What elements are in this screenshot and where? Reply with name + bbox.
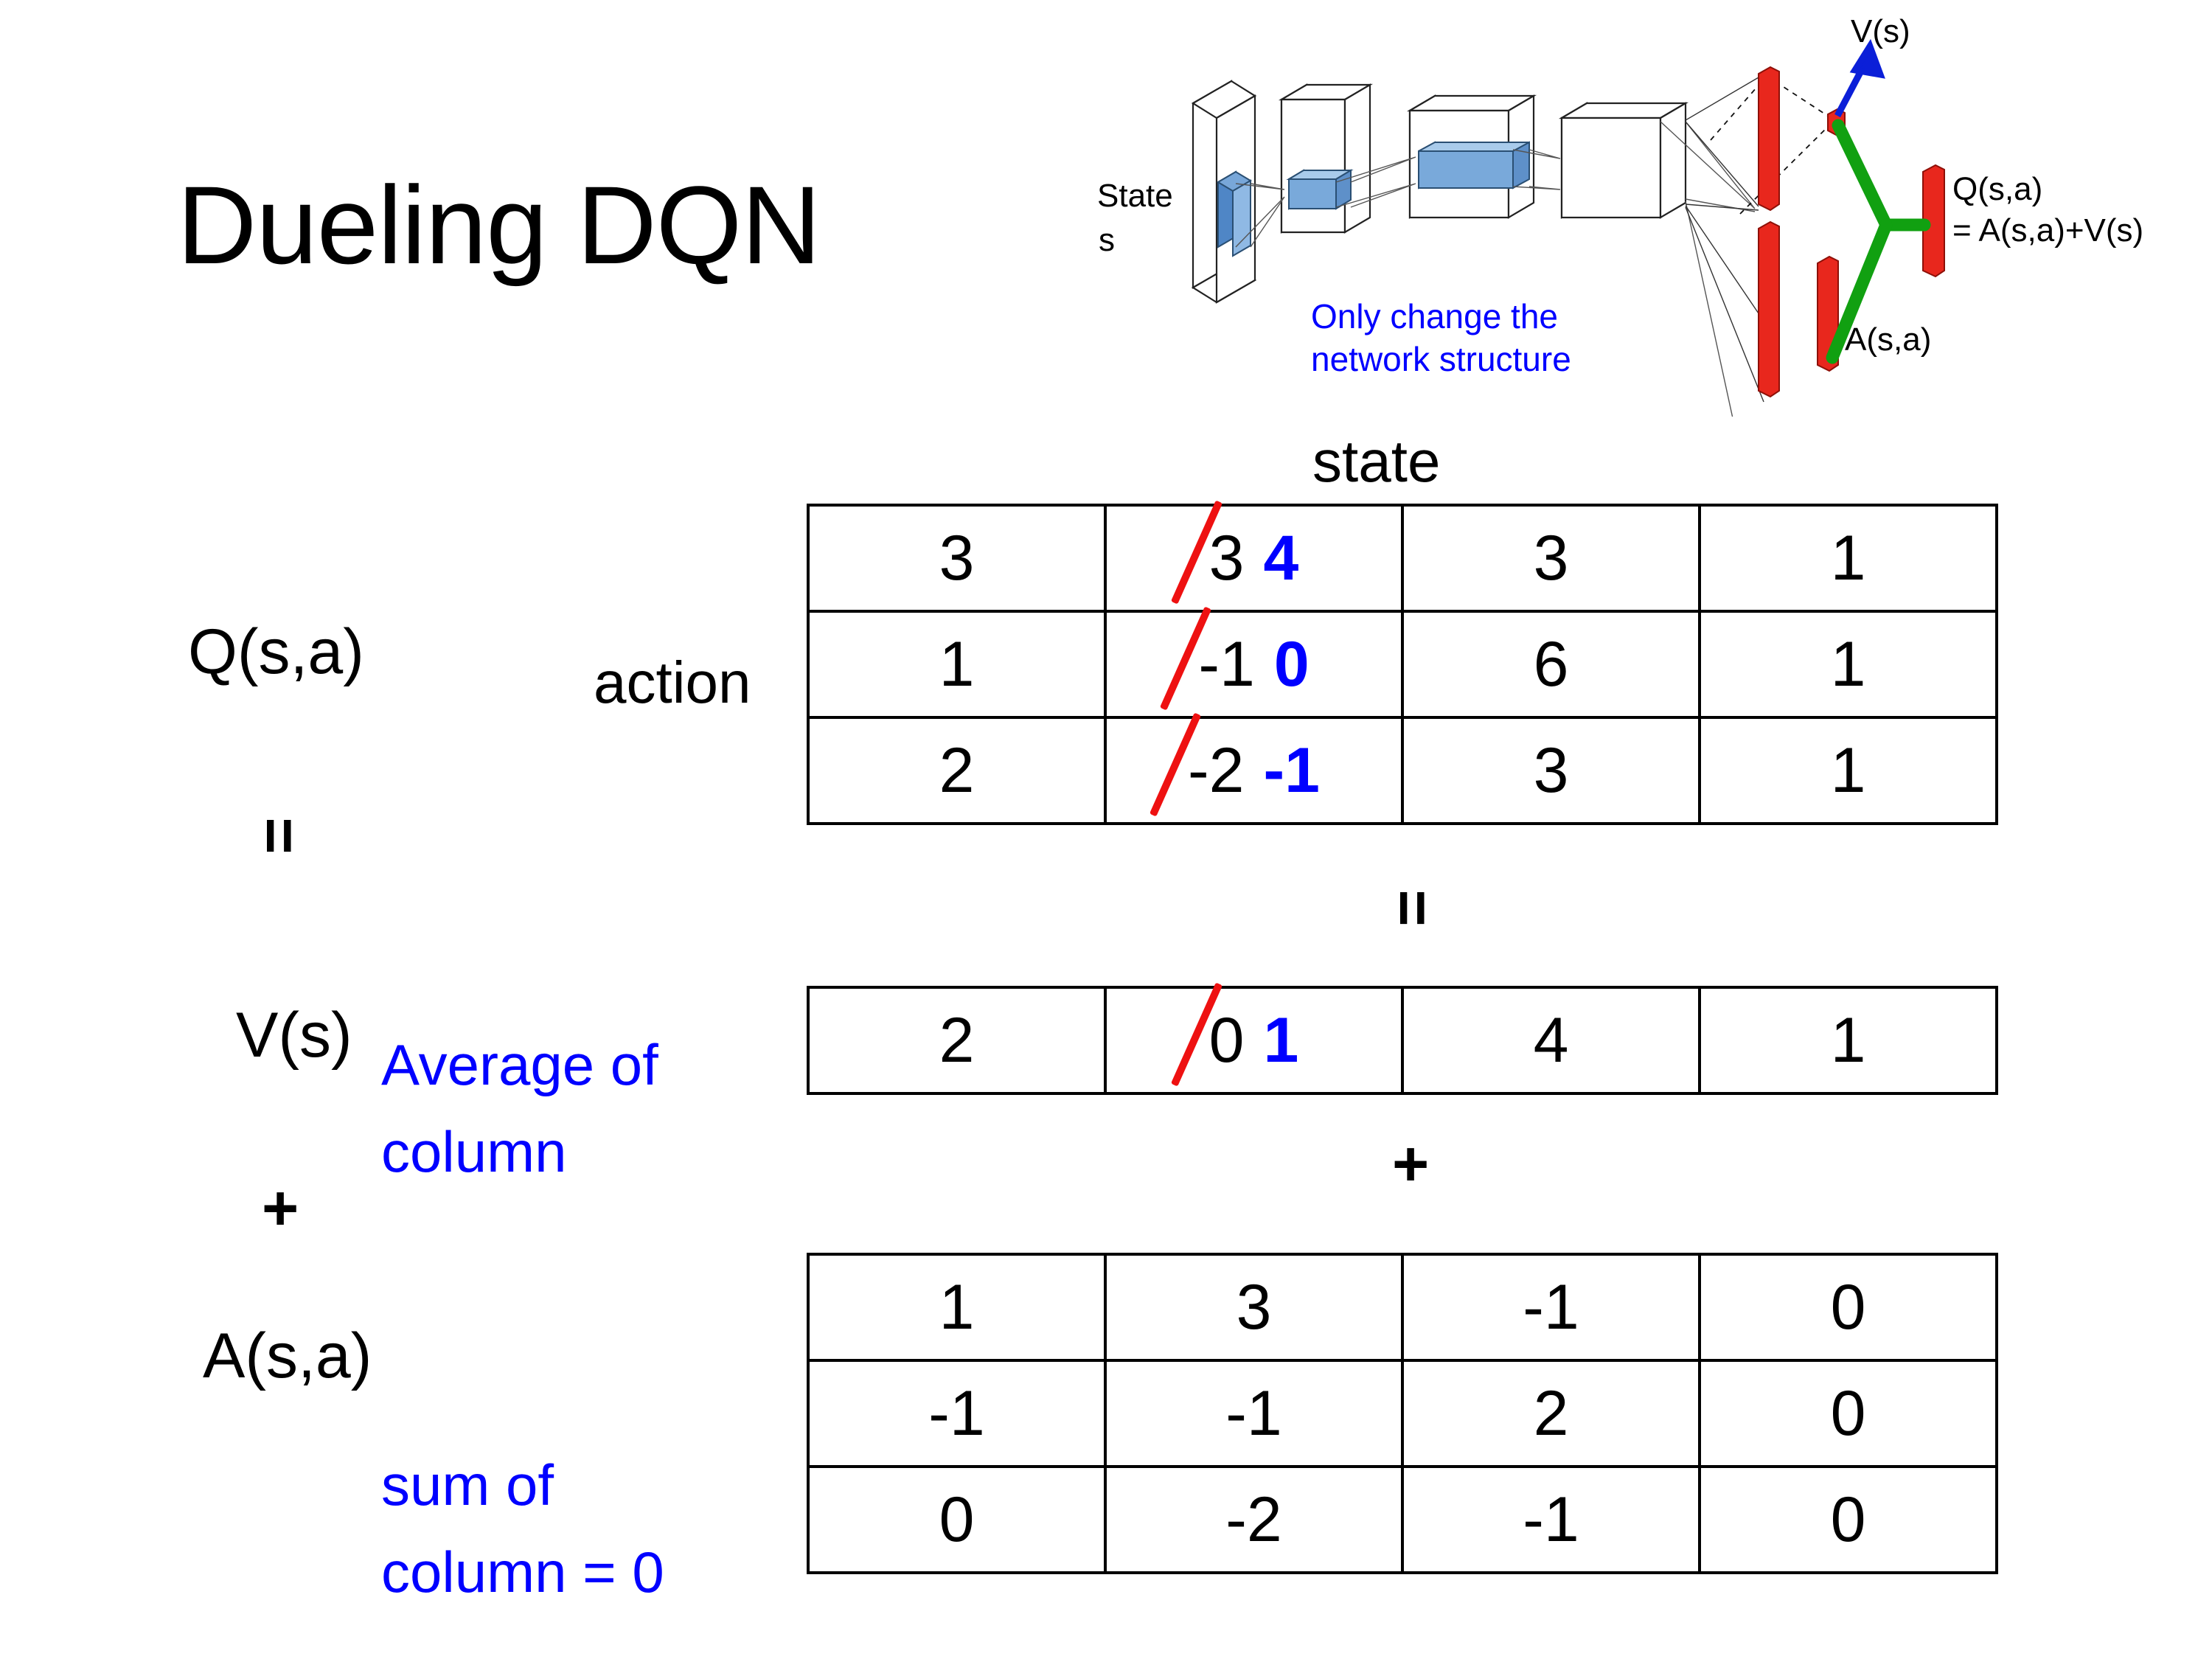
diagram-note-line2: network structure — [1311, 340, 1571, 378]
cell-value: 3 — [1533, 734, 1569, 806]
diagram-q-formula: = A(s,a)+V(s) — [1952, 212, 2143, 248]
cell-value: 1 — [1830, 522, 1866, 594]
cell-value: 1 — [1830, 734, 1866, 806]
cell-value: -1 — [1523, 1484, 1579, 1555]
equation-plus-left: + — [262, 1173, 299, 1244]
equation-a-label: A(s,a) — [203, 1321, 372, 1391]
updated-value: -1 — [1263, 734, 1320, 806]
table-cell[interactable]: -1 — [1401, 1253, 1701, 1362]
struck-value: 0 — [1170, 981, 1245, 1087]
cell-value: 2 — [939, 734, 975, 806]
strikethrough-mark — [1170, 981, 1222, 1087]
table-cell[interactable]: 0 — [1698, 1359, 1998, 1468]
table-cell[interactable]: 2 — [807, 716, 1107, 825]
diagram-value-label: V(s) — [1851, 13, 1910, 49]
table-cell[interactable]: 1 — [807, 610, 1107, 719]
cell-value: 0 — [1830, 1377, 1866, 1449]
cell-value: 1 — [939, 1271, 975, 1343]
table-cell[interactable]: -1 — [807, 1359, 1107, 1468]
strikethrough-mark — [1170, 499, 1222, 605]
table-cell[interactable]: -2-1 — [1104, 712, 1404, 825]
cell-value: 0 — [939, 1484, 975, 1555]
table-cell[interactable]: 1 — [1698, 504, 1998, 613]
table-row: 1 3 -1 0 — [807, 1253, 1998, 1362]
diagram-q-label: Q(s,a) — [1952, 171, 2042, 207]
cell-value: 0 — [1830, 1271, 1866, 1343]
advantage-table: 1 3 -1 0 -1 -1 2 0 0 -2 -1 0 — [807, 1253, 1998, 1574]
cell-value: 1 — [1830, 1004, 1866, 1076]
table-cell[interactable]: 1 — [807, 1253, 1107, 1362]
cell-value: 1 — [939, 628, 975, 700]
equation-q-label: Q(s,a) — [188, 616, 364, 687]
table-row: -1 -1 2 0 — [807, 1359, 1998, 1468]
equation-equals-left: = — [243, 817, 315, 852]
table-cell[interactable]: 2 — [807, 986, 1107, 1095]
table-cell[interactable]: 3 — [807, 504, 1107, 613]
struck-value: 3 — [1170, 499, 1245, 605]
cell-value: -1 — [1225, 1377, 1282, 1449]
table-row: 2 -2-1 3 1 — [807, 712, 1998, 825]
table-row: 0 -2 -1 0 — [807, 1465, 1998, 1574]
equation-equals-middle: = — [1377, 889, 1448, 924]
sum-of-column-note: sum of column = 0 — [381, 1453, 664, 1604]
cell-value: 2 — [939, 1004, 975, 1076]
cell-value: -1 — [928, 1377, 985, 1449]
table-cell[interactable]: 0 — [1698, 1253, 1998, 1362]
table-cell[interactable]: -1 — [1401, 1465, 1701, 1574]
average-of-column-note: Average of column — [381, 1032, 658, 1184]
cell-value: 6 — [1533, 628, 1569, 700]
updated-value: 1 — [1263, 1004, 1299, 1076]
table-cell[interactable]: 1 — [1698, 986, 1998, 1095]
table-cell[interactable]: 0 — [1698, 1465, 1998, 1574]
cell-value: 3 — [1533, 522, 1569, 594]
table-cell[interactable]: 0 — [807, 1465, 1107, 1574]
cell-value: 3 — [1236, 1271, 1272, 1343]
table-cell[interactable]: 6 — [1401, 610, 1701, 719]
equation-v-label: V(s) — [236, 1000, 352, 1071]
diagram-input-label: State — [1097, 178, 1173, 214]
struck-value: -2 — [1149, 712, 1245, 817]
table-cell[interactable]: 3 — [1401, 716, 1701, 825]
cell-value: 2 — [1533, 1377, 1569, 1449]
diagram-note-line1: Only change the — [1311, 297, 1558, 335]
table-cell[interactable]: -2 — [1104, 1465, 1404, 1574]
table-cell[interactable]: 2 — [1401, 1359, 1701, 1468]
page-title: Dueling DQN — [177, 163, 821, 287]
cell-value: 4 — [1533, 1004, 1569, 1076]
state-axis-label: state — [1312, 428, 1441, 494]
cell-value: 1 — [1830, 628, 1866, 700]
table-cell[interactable]: 4 — [1401, 986, 1701, 1095]
table-cell[interactable]: 3 — [1104, 1253, 1404, 1362]
table-cell[interactable]: -1 — [1104, 1359, 1404, 1468]
updated-value: 4 — [1263, 522, 1299, 594]
cell-value: 3 — [939, 522, 975, 594]
table-cell[interactable]: 1 — [1698, 716, 1998, 825]
table-cell[interactable]: 1 — [1698, 610, 1998, 719]
diagram-input-sub: s — [1099, 222, 1115, 258]
dueling-network-diagram: V(s) A(s,a) Q(s,a) = A(s,a)+V(s) State s… — [1091, 4, 2212, 417]
strikethrough-mark — [1160, 605, 1212, 711]
action-axis-label: action — [594, 650, 751, 715]
diagram-advantage-label: A(s,a) — [1845, 321, 1931, 358]
updated-value: 0 — [1273, 628, 1310, 700]
cell-value: -2 — [1225, 1484, 1282, 1555]
cell-value: -1 — [1523, 1271, 1579, 1343]
cell-value: 0 — [1830, 1484, 1866, 1555]
equation-plus-middle: + — [1392, 1129, 1430, 1200]
table-cell[interactable]: 3 — [1401, 504, 1701, 613]
struck-value: -1 — [1160, 605, 1255, 711]
strikethrough-mark — [1149, 712, 1202, 817]
